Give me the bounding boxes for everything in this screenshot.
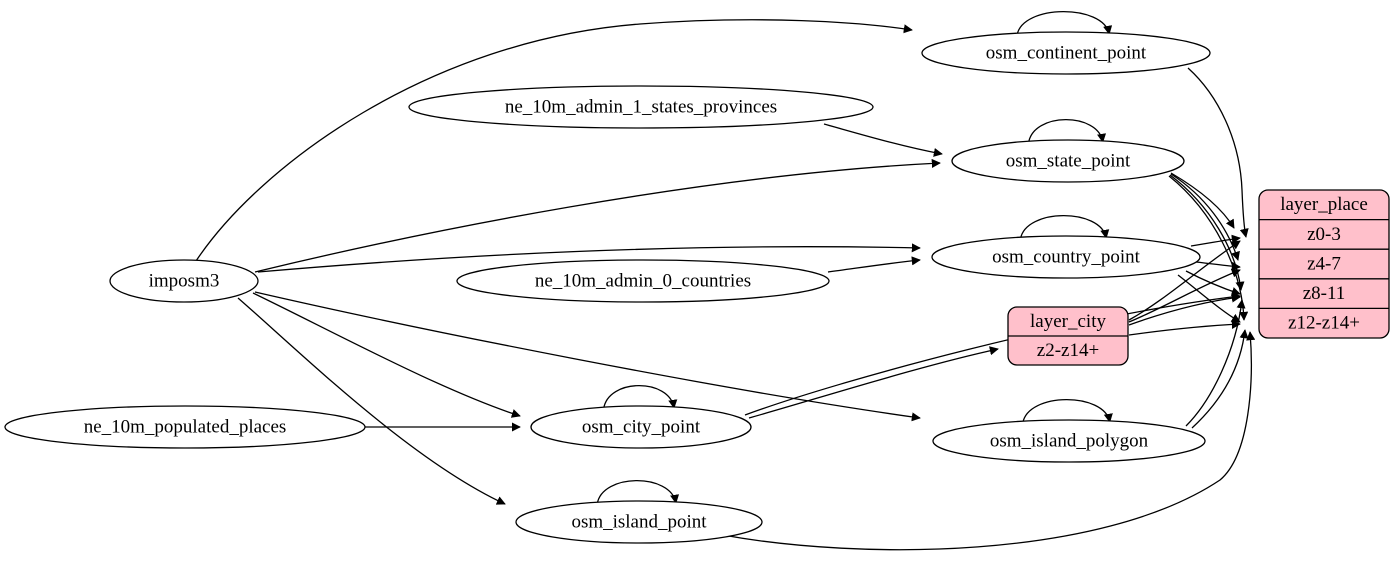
osm_continent_point-shape[interactable] [921, 31, 1211, 75]
osm_continent_point-label: osm_continent_point [986, 42, 1147, 63]
edge-layer_city-to-layer_place_row_z12_z14 [1128, 319, 1241, 336]
edge-osm_continent_point-to-layer_place_row_z0_3 [1187, 67, 1249, 238]
nodes-layer: imposm3 ne_10m_admin_1_states_provincesne… [4, 10, 1390, 544]
layer_place_row_z4_7[interactable]: z4-7 [1307, 253, 1341, 274]
edge-ne_10m_admin_1_states_provinces-to-osm_state_point [823, 123, 943, 157]
edge-layer_city-to-layer_place_row_z0_3 [1128, 240, 1241, 321]
ne_10m_admin_1_states_provinces-label: ne_10m_admin_1_states_provinces [505, 96, 777, 117]
node-ne_10m_admin_0_countries[interactable]: ne_10m_admin_0_countries [456, 259, 830, 303]
node-layer_city[interactable]: layer_city z2-z14+ [1007, 306, 1129, 366]
edge-osm_country_point-to-layer_place_row_z0_3 [1190, 234, 1241, 247]
layer_place_header[interactable]: layer_place [1280, 194, 1368, 215]
osm_island_polygon-shape[interactable] [932, 419, 1206, 463]
edge-osm_city_point-to-layer_place_row_z8_11 [744, 292, 1241, 416]
edge-layer_city-to-layer_place_row_z4_7 [1128, 268, 1241, 323]
edge-osm_state_point-to-layer_place_row_z4_7 [1170, 173, 1240, 261]
edge-osm_city_point-to-layer_city_row_z2 [748, 346, 999, 419]
node-osm_country_point[interactable]: osm_country_point [931, 214, 1201, 279]
self-loop-osm_state_point [1027, 118, 1107, 144]
osm_city_point-label: osm_city_point [582, 416, 701, 437]
edge-imposm3-to-osm_city_point [252, 292, 521, 418]
layer_place_row_z12_z14[interactable]: z12-z14+ [1288, 313, 1360, 334]
imposm3-label: imposm3 [149, 270, 220, 291]
osm_state_point-shape[interactable] [951, 139, 1185, 183]
osm_city_point-shape[interactable] [530, 405, 752, 449]
osm_island_polygon-label: osm_island_polygon [990, 430, 1149, 451]
node-layer_place[interactable]: layer_place z0-3 z4-7 z8-11 z12-z14+ [1258, 189, 1390, 339]
ne_10m_populated_places-label: ne_10m_populated_places [84, 416, 287, 437]
self-loop-osm_island_point [596, 479, 680, 505]
layer_place_row_z8_11[interactable]: z8-11 [1303, 283, 1346, 304]
ne_10m_admin_1_states_provinces-shape[interactable] [408, 85, 874, 129]
node-ne_10m_populated_places[interactable]: ne_10m_populated_places [4, 405, 366, 449]
edge-imposm3-to-osm_island_point [237, 297, 506, 505]
edge-layer_city-to-layer_place_row_z8_11 [1128, 293, 1241, 326]
layer_city_header[interactable]: layer_city [1030, 311, 1106, 332]
edge-imposm3-to-osm_continent_point [195, 19, 913, 262]
layer_place_row_z0_3[interactable]: z0-3 [1307, 224, 1341, 245]
edge-osm_state_point-to-layer_place_row_z0_3 [1170, 172, 1235, 229]
node-osm_island_point[interactable]: osm_island_point [515, 479, 763, 544]
node-osm_island_polygon[interactable]: osm_island_polygon [932, 398, 1206, 463]
edges-layer [195, 19, 1256, 551]
ne_10m_admin_0_countries-label: ne_10m_admin_0_countries [535, 270, 751, 291]
osm_state_point-label: osm_state_point [1006, 150, 1131, 171]
self-loop-osm_city_point [602, 384, 678, 410]
node-osm_city_point[interactable]: osm_city_point [530, 384, 752, 449]
osm_island_point-label: osm_island_point [571, 511, 707, 532]
edge-osm_island_polygon-to-layer_place_row_z12_z14 [1191, 329, 1249, 429]
edge-osm_country_point-to-layer_place_row_z4_7 [1195, 261, 1241, 271]
node-ne_10m_admin_1_states_provinces[interactable]: ne_10m_admin_1_states_provinces [408, 85, 874, 129]
self-loop-osm_country_point [1019, 214, 1110, 240]
osm_island_point-shape[interactable] [515, 500, 763, 544]
node-imposm3[interactable]: imposm3 [109, 259, 259, 303]
edge-imposm3-to-osm_state_point [254, 158, 941, 273]
edge-imposm3-to-osm_island_polygon [254, 291, 921, 422]
self-loop-osm_continent_point [1016, 10, 1113, 36]
ne_10m_admin_0_countries-shape[interactable] [456, 259, 830, 303]
edge-osm_island_point-to-layer_place_row_z12_z14 [722, 331, 1256, 551]
layer_place-box[interactable] [1258, 189, 1390, 339]
node-osm_continent_point[interactable]: osm_continent_point [921, 10, 1211, 75]
osm_country_point-label: osm_country_point [992, 246, 1140, 267]
node-osm_state_point[interactable]: osm_state_point [951, 118, 1185, 183]
osm_country_point-shape[interactable] [931, 235, 1201, 279]
edge-osm_island_polygon-to-layer_place_row_z8_11 [1185, 299, 1246, 427]
self-loop-osm_island_polygon [1022, 398, 1113, 424]
edge-imposm3-to-osm_country_point [257, 243, 921, 273]
edge-osm_state_point-to-layer_place_row_z8_11 [1169, 174, 1245, 291]
edge-ne_10m_admin_0_countries-to-osm_country_point [827, 256, 921, 273]
layer_city_row_z2[interactable]: z2-z14+ [1037, 340, 1099, 361]
ne_10m_populated_places-shape[interactable] [4, 405, 366, 449]
imposm3-shape[interactable] [109, 259, 259, 303]
